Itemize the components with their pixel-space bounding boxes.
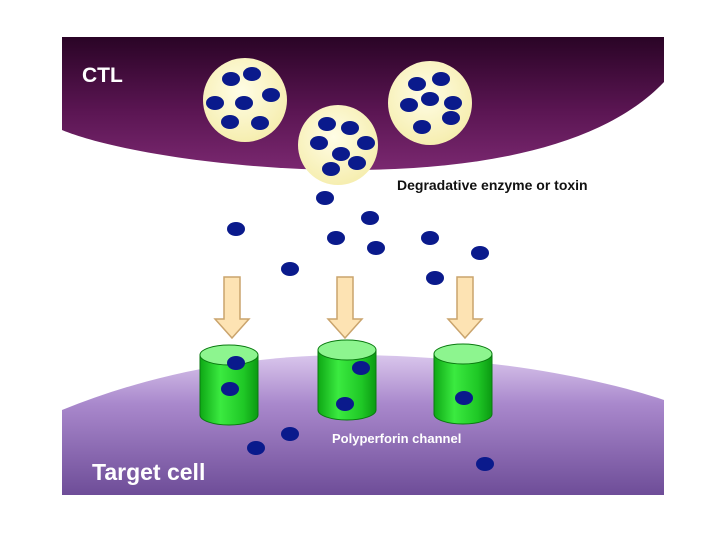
enzyme-molecule-icon [247, 427, 494, 471]
ctl-cell [62, 37, 664, 170]
perforin-channel-icon [317, 339, 377, 421]
down-arrow-icon [446, 276, 484, 340]
channel-label: Polyperforin channel [332, 431, 461, 446]
perforin-channel-icon [199, 344, 259, 426]
down-arrow-icon [213, 276, 251, 340]
granule-icon [203, 58, 287, 142]
perforin-channel-icon [433, 343, 493, 425]
enzyme-molecule-icon [227, 191, 489, 285]
target-cell-label: Target cell [92, 459, 205, 485]
granule-icon [388, 61, 472, 145]
granule-icon [298, 105, 378, 185]
enzyme-label: Degradative enzyme or toxin [397, 177, 588, 193]
ctl-label: CTL [82, 64, 123, 87]
down-arrow-icon [326, 276, 364, 340]
